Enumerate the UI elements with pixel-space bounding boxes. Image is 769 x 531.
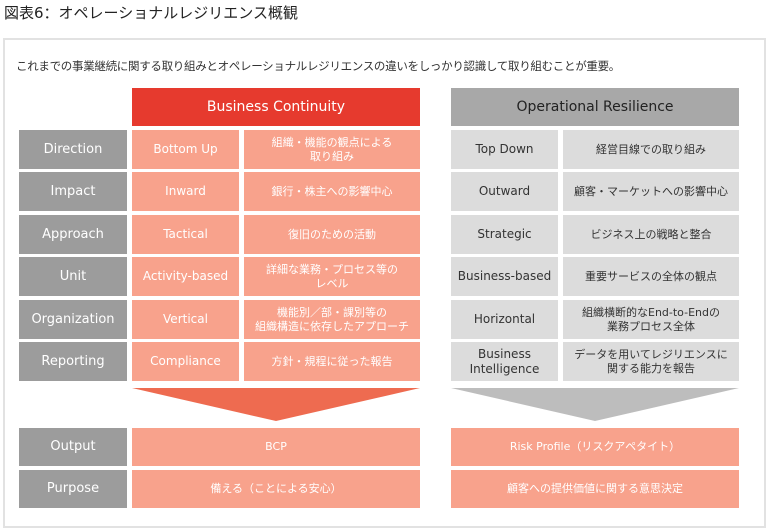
bc-term: Bottom Up — [132, 130, 239, 169]
or-description: 経営目線での取り組み — [563, 130, 739, 169]
or-description: 組織横断的なEnd-to-Endの 業務プロセス全体 — [563, 300, 739, 339]
or-description: 重要サービスの全体の観点 — [563, 257, 739, 296]
bc-term: Vertical — [132, 300, 239, 339]
outcome-label: Output — [19, 428, 127, 466]
or-term: Business-based — [451, 257, 558, 296]
row-label: Reporting — [19, 342, 127, 381]
business-continuity-header: Business Continuity — [132, 88, 420, 126]
bc-outcome: 備える（ことによる安心） — [132, 470, 420, 508]
or-term: Top Down — [451, 130, 558, 169]
or-description: 顧客・マーケットへの影響中心 — [563, 172, 739, 211]
bc-description: 銀行・株主への影響中心 — [244, 172, 420, 211]
or-term: Horizontal — [451, 300, 558, 339]
row-label: Direction — [19, 130, 127, 169]
business-continuity-arrow — [132, 388, 420, 421]
or-outcome: Risk Profile（リスクアペタイト） — [451, 428, 739, 466]
bc-description: 組織・機能の観点による 取り組み — [244, 130, 420, 169]
bc-outcome: BCP — [132, 428, 420, 466]
bc-description: 方針・規程に従った報告 — [244, 342, 420, 381]
outcome-label: Purpose — [19, 470, 127, 508]
or-outcome: 顧客への提供価値に関する意思決定 — [451, 470, 739, 508]
bc-term: Tactical — [132, 215, 239, 254]
or-description: データを用いてレジリエンスに 関する能力を報告 — [563, 342, 739, 381]
bc-term: Compliance — [132, 342, 239, 381]
bc-description: 機能別／部・課別等の 組織構造に依存したアプローチ — [244, 300, 420, 339]
bc-term: Inward — [132, 172, 239, 211]
row-label: Unit — [19, 257, 127, 296]
or-term: Strategic — [451, 215, 558, 254]
bc-description: 詳細な業務・プロセス等の レベル — [244, 257, 420, 296]
intro-text: これまでの事業継続に関する取り組みとオペレーショナルレジリエンスの違いをしっかり… — [16, 59, 620, 73]
row-label: Approach — [19, 215, 127, 254]
bc-term: Activity-based — [132, 257, 239, 296]
operational-resilience-header: Operational Resilience — [451, 88, 739, 126]
bc-description: 復旧のための活動 — [244, 215, 420, 254]
operational-resilience-arrow — [451, 388, 739, 421]
figure-title: 図表6：オペレーショナルレジリエンス概観 — [4, 4, 298, 22]
row-label: Impact — [19, 172, 127, 211]
or-term: Business Intelligence — [451, 342, 558, 381]
or-description: ビジネス上の戦略と整合 — [563, 215, 739, 254]
diagram-panel — [3, 38, 766, 528]
or-term: Outward — [451, 172, 558, 211]
row-label: Organization — [19, 300, 127, 339]
